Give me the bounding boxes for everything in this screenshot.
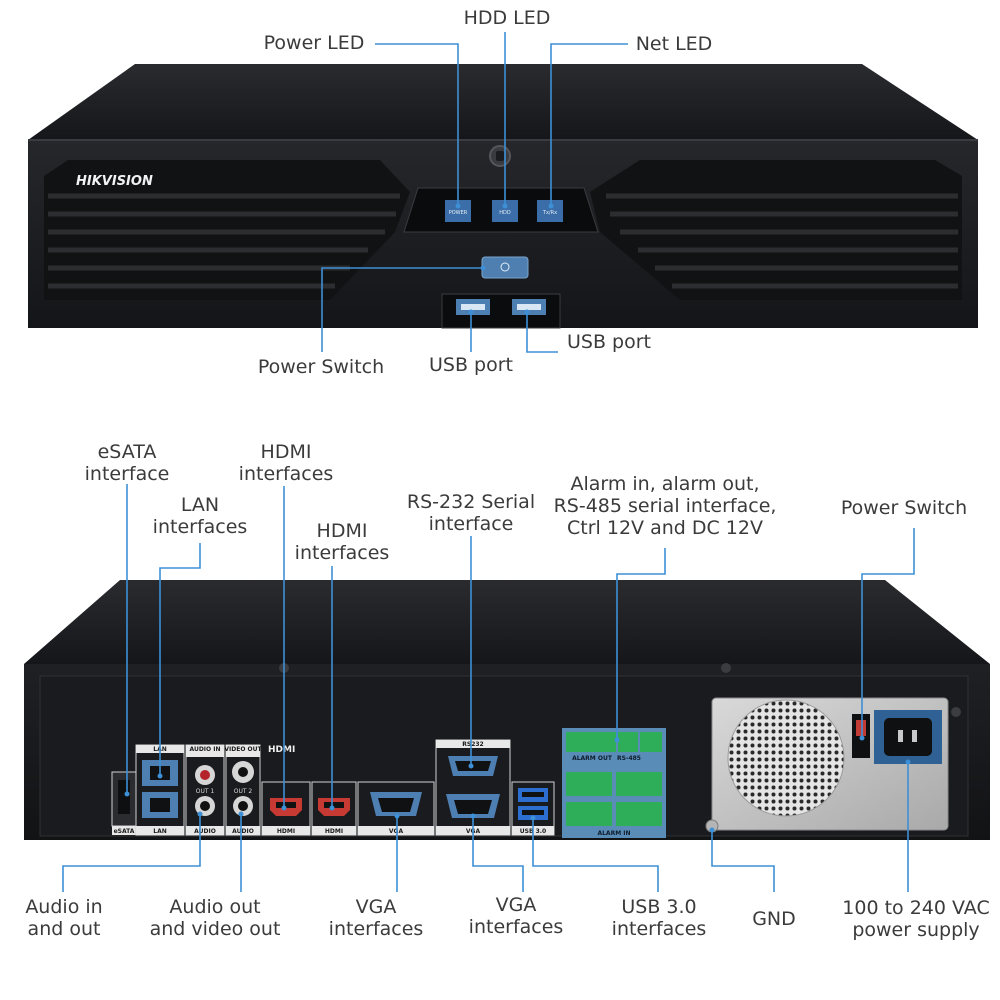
front-leaders [321, 32, 628, 353]
callout-power-switch-front: Power Switch [257, 356, 385, 378]
callout-esata: eSATA interface [84, 441, 170, 485]
callout-power-led: Power LED [263, 32, 365, 54]
vga-1-silk: VGA [389, 828, 404, 835]
esata-silk: eSATA [114, 828, 135, 835]
callout-rs232: RS-232 Serial interface [406, 491, 536, 535]
callout-vga-1: VGA interfaces [328, 896, 424, 940]
power-indicator [445, 200, 471, 222]
rs232-silk: RS232 [462, 741, 483, 748]
alarm-in-silk: ALARM IN [597, 830, 630, 837]
video-out2-silk: OUT 2 [234, 788, 253, 795]
callout-lan: LAN interfaces [152, 494, 248, 538]
callout-alarm: Alarm in, alarm out, RS-485 serial inter… [553, 473, 777, 539]
callout-net-led: Net LED [635, 33, 713, 55]
lan-silk-bottom: LAN [153, 828, 167, 835]
callout-power-supply: 100 to 240 VAC power supply [842, 897, 990, 941]
callout-hdmi-1: HDMI interfaces [238, 441, 334, 485]
alarm-in-terminal-2[interactable] [616, 802, 662, 826]
hdmi-2-silk: HDMI [325, 828, 343, 835]
callout-power-switch-rear: Power Switch [840, 497, 968, 519]
audio-in-silk: AUDIO IN [190, 746, 221, 753]
callout-hdd-led: HDD LED [463, 7, 551, 29]
rear-unit: eSATA LAN LAN AUDIO IN OUT 1 AUDIO VIDEO… [24, 580, 990, 840]
hdd-indicator [492, 200, 518, 222]
callout-audio-in-out: Audio in and out [25, 896, 103, 940]
audio-out1-silk: OUT 1 [196, 788, 215, 795]
callout-hdmi-2: HDMI interfaces [294, 520, 390, 564]
rear-leaders [62, 484, 915, 892]
alarm-in-terminal-1[interactable] [566, 802, 612, 826]
video-out-silk: VIDEO OUT [224, 746, 262, 753]
net-indicator-label: Tx/Rx [542, 210, 557, 216]
hdd-indicator-label: HDD [499, 210, 511, 216]
hdmi-1-silk: HDMI [277, 828, 295, 835]
callout-usb-port-left: USB port [429, 354, 513, 376]
callout-vga-2: VGA interfaces [468, 894, 564, 938]
audio-silk-bottom: AUDIO [194, 828, 216, 835]
front-left-vent [44, 160, 410, 300]
alarm-rs485-terminal[interactable] [616, 772, 662, 796]
front-right-vent [590, 160, 962, 300]
rs485-silk: RS-485 [617, 755, 641, 762]
front-unit: HIKVISION POWER HDD Tx/Rx [28, 64, 978, 329]
audio-silk-bottom2: AUDIO [232, 828, 254, 835]
front-power-button[interactable] [481, 256, 529, 279]
power-indicator-label: POWER [449, 210, 468, 216]
callout-gnd: GND [752, 908, 796, 930]
alarm-out-terminal[interactable] [566, 772, 612, 796]
callout-usb-port-right: USB port [567, 331, 651, 353]
alarm-out-silk: ALARM OUT [572, 755, 613, 762]
hdmi-logo: HDMI [268, 745, 295, 755]
callout-audio-video-out: Audio out and video out [149, 896, 281, 940]
callout-usb3: USB 3.0 interfaces [611, 896, 707, 940]
net-indicator [537, 200, 563, 222]
psu-fan-grille [728, 700, 844, 816]
brand-logo: HIKVISION [76, 174, 153, 189]
